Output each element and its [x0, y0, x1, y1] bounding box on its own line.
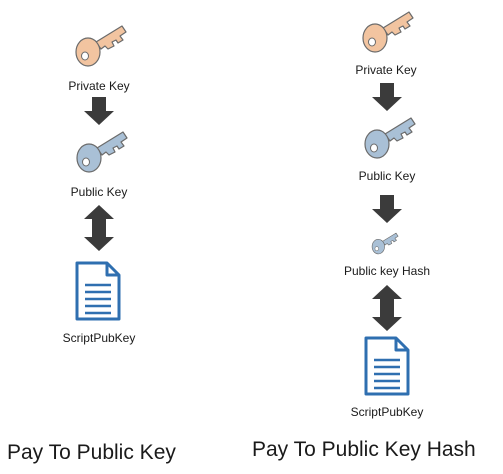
small-key-icon [371, 232, 399, 255]
public-key-label: Public Key [358, 169, 416, 183]
document-icon [364, 336, 410, 396]
document-icon [75, 261, 121, 321]
p2pkh-title: Pay To Public Key Hash [252, 438, 476, 461]
key-icon [75, 25, 127, 67]
script-pub-key-label: ScriptPubKey [350, 405, 424, 419]
key-icon [362, 11, 414, 53]
private-key-label: Private Key [355, 63, 417, 77]
key-icon [364, 117, 416, 159]
arrow-down-icon [84, 97, 114, 125]
key-icon [76, 131, 128, 173]
script-pub-key-label: ScriptPubKey [62, 331, 136, 345]
double-arrow-icon [84, 205, 114, 251]
public-key-hash-label: Public key Hash [343, 264, 431, 278]
public-key-label: Public Key [70, 185, 128, 199]
arrow-down-icon [372, 195, 402, 223]
private-key-label: Private Key [68, 79, 130, 93]
double-arrow-icon [372, 285, 402, 331]
p2pk-title: Pay To Public Key [7, 441, 176, 464]
arrow-down-icon [372, 83, 402, 111]
